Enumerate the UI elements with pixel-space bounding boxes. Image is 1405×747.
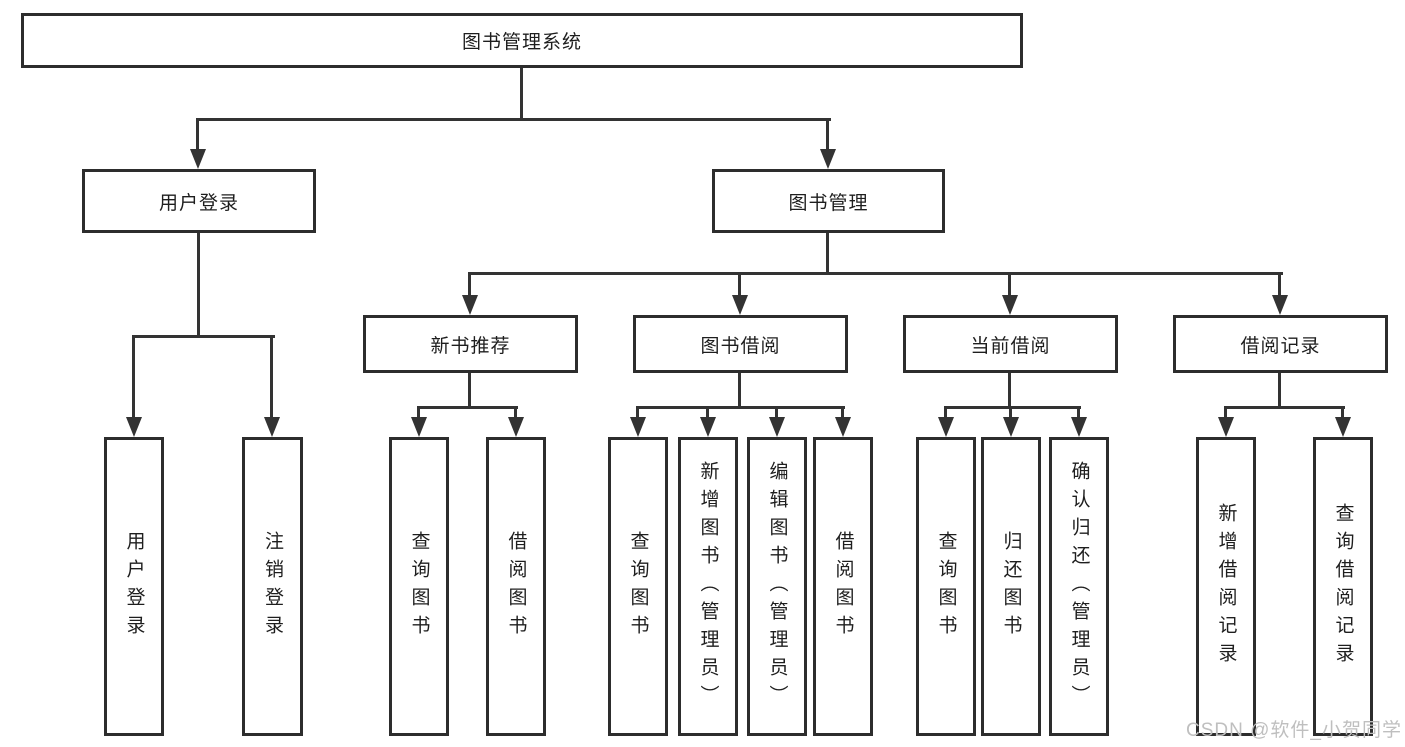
arrow-down-icon bbox=[411, 417, 427, 437]
connector-borrowrecords-stem bbox=[1278, 373, 1281, 408]
node-new-book-recommend: 新书推荐 bbox=[363, 315, 578, 373]
connector-arrow-shaft bbox=[636, 406, 639, 417]
leaf-add-borrow-record: 新增借阅记录 bbox=[1196, 437, 1256, 736]
arrow-down-icon bbox=[126, 417, 142, 437]
leaf-logout: 注销登录 bbox=[242, 437, 303, 736]
connector-arrow-shaft bbox=[417, 406, 420, 417]
connector-arrow-shaft bbox=[468, 272, 471, 295]
leaf-edit-book-admin: 编辑图书（管理员） bbox=[747, 437, 807, 736]
connector-arrow-shaft bbox=[738, 272, 741, 295]
leaf-return-book: 归还图书 bbox=[981, 437, 1041, 736]
arrow-down-icon bbox=[1003, 417, 1019, 437]
node-current-borrow: 当前借阅 bbox=[903, 315, 1118, 373]
arrow-down-icon bbox=[1272, 295, 1288, 315]
leaf-query-books-recommend: 查询图书 bbox=[389, 437, 449, 736]
connector-bookborrow-stem bbox=[738, 373, 741, 408]
connector-arrow-shaft bbox=[706, 406, 709, 417]
connector-bookmgmt-hline bbox=[468, 272, 1283, 275]
leaf-borrow-books: 借阅图书 bbox=[813, 437, 873, 736]
leaf-query-books-borrow: 查询图书 bbox=[608, 437, 668, 736]
connector-arrow-shaft bbox=[270, 335, 273, 417]
connector-arrow-shaft bbox=[196, 118, 199, 149]
connector-bookborrow-hline bbox=[636, 406, 845, 409]
arrow-down-icon bbox=[938, 417, 954, 437]
arrow-down-icon bbox=[508, 417, 524, 437]
connector-arrow-shaft bbox=[1008, 272, 1011, 295]
connector-newbook-stem bbox=[468, 373, 471, 408]
connector-arrow-shaft bbox=[944, 406, 947, 417]
connector-arrow-shaft bbox=[826, 118, 829, 149]
leaf-add-book-admin: 新增图书（管理员） bbox=[678, 437, 738, 736]
connector-newbook-hline bbox=[417, 406, 518, 409]
connector-arrow-shaft bbox=[514, 406, 517, 417]
arrow-down-icon bbox=[835, 417, 851, 437]
connector-bookmgmt-stem bbox=[826, 233, 829, 274]
connector-userlogin-stem bbox=[197, 233, 200, 337]
node-root: 图书管理系统 bbox=[21, 13, 1023, 68]
arrow-down-icon bbox=[190, 149, 206, 169]
arrow-down-icon bbox=[1071, 417, 1087, 437]
leaf-confirm-return-admin: 确认归还（管理员） bbox=[1049, 437, 1109, 736]
leaf-query-books-current: 查询图书 bbox=[916, 437, 976, 736]
arrow-down-icon bbox=[264, 417, 280, 437]
arrow-down-icon bbox=[1002, 295, 1018, 315]
node-user-login: 用户登录 bbox=[82, 169, 316, 233]
node-borrow-records: 借阅记录 bbox=[1173, 315, 1388, 373]
connector-userlogin-hline bbox=[132, 335, 275, 338]
arrow-down-icon bbox=[732, 295, 748, 315]
connector-arrow-shaft bbox=[1341, 406, 1344, 417]
connector-arrow-shaft bbox=[132, 335, 135, 417]
connector-arrow-shaft bbox=[1224, 406, 1227, 417]
arrow-down-icon bbox=[700, 417, 716, 437]
watermark: CSDN @软件_小贺同学 bbox=[1186, 720, 1402, 741]
connector-borrowrecords-hline bbox=[1224, 406, 1345, 409]
connector-root-hline bbox=[196, 118, 831, 121]
connector-currentborrow-hline bbox=[944, 406, 1081, 409]
connector-arrow-shaft bbox=[1009, 406, 1012, 417]
leaf-user-login: 用户登录 bbox=[104, 437, 164, 736]
arrow-down-icon bbox=[1218, 417, 1234, 437]
arrow-down-icon bbox=[1335, 417, 1351, 437]
node-book-borrow: 图书借阅 bbox=[633, 315, 848, 373]
arrow-down-icon bbox=[769, 417, 785, 437]
arrow-down-icon bbox=[820, 149, 836, 169]
connector-arrow-shaft bbox=[841, 406, 844, 417]
connector-arrow-shaft bbox=[1278, 272, 1281, 295]
connector-arrow-shaft bbox=[775, 406, 778, 417]
connector-root-stem bbox=[520, 68, 523, 120]
leaf-borrow-books-recommend: 借阅图书 bbox=[486, 437, 546, 736]
connector-arrow-shaft bbox=[1077, 406, 1080, 417]
arrow-down-icon bbox=[630, 417, 646, 437]
connector-currentborrow-stem bbox=[1008, 373, 1011, 408]
leaf-query-borrow-record: 查询借阅记录 bbox=[1313, 437, 1373, 736]
node-book-management: 图书管理 bbox=[712, 169, 945, 233]
arrow-down-icon bbox=[462, 295, 478, 315]
